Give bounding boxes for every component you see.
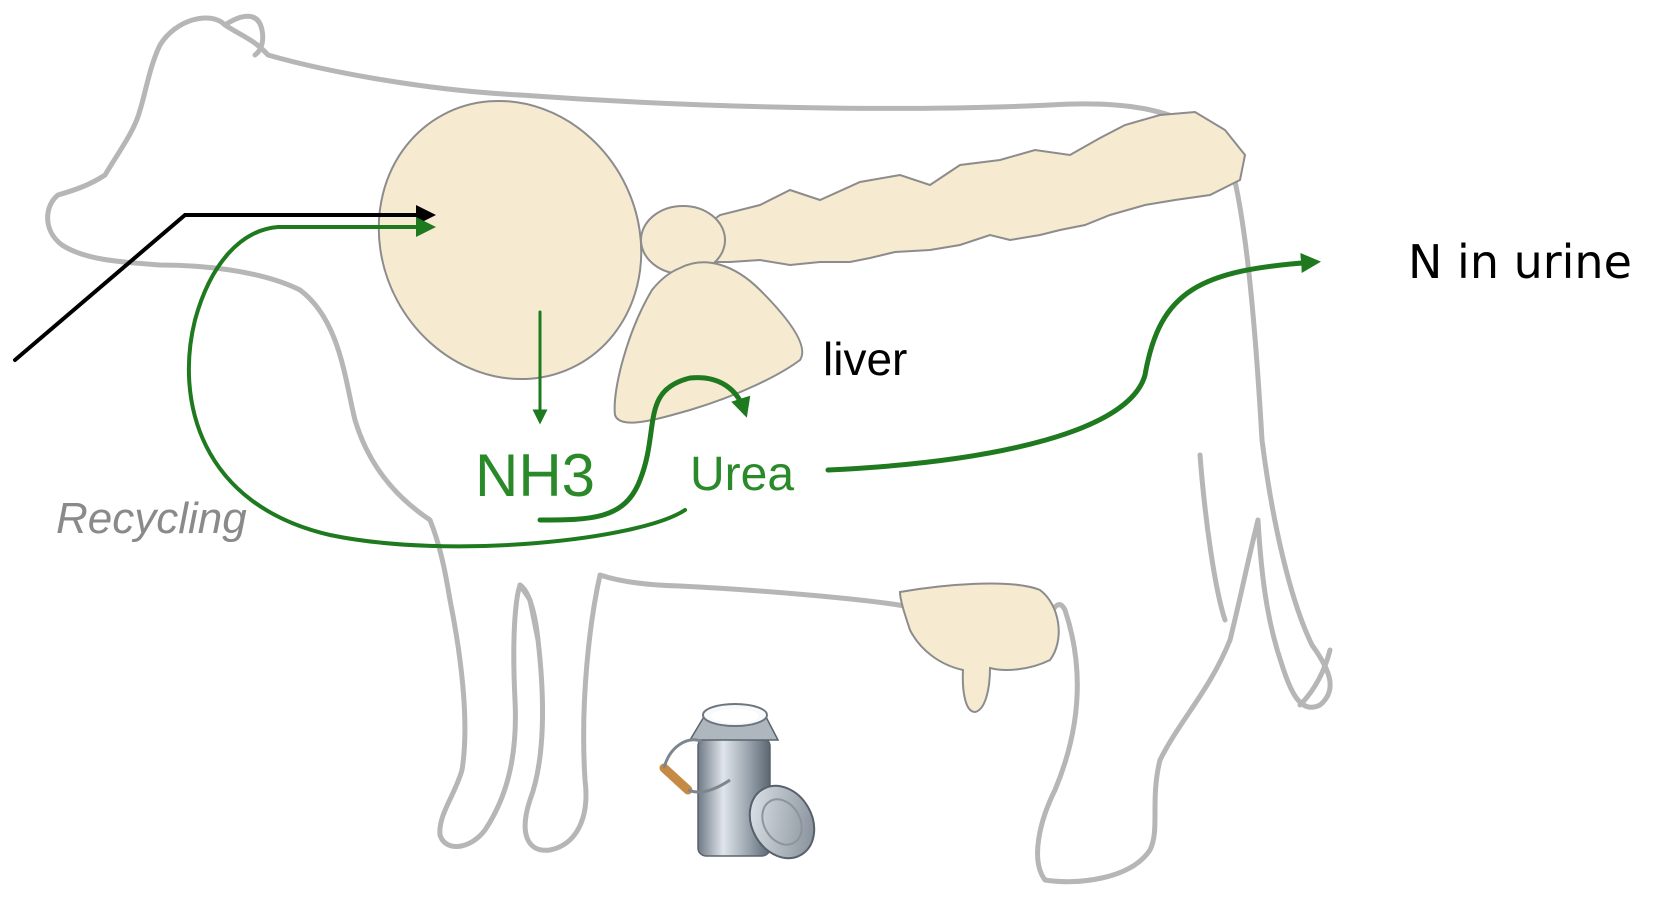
nh3-label: NH3	[475, 442, 595, 509]
udder-shape	[900, 584, 1059, 712]
n-in-urine-label: N in urine	[1408, 235, 1632, 289]
urea-label: Urea	[690, 448, 794, 501]
recycling-label: Recycling	[56, 494, 247, 543]
intestine-shape	[700, 112, 1245, 265]
feed-intake-arrow	[15, 215, 430, 360]
milk-can-icon	[664, 704, 827, 870]
liver-label: liver	[823, 333, 907, 385]
liver-shape	[615, 262, 803, 422]
